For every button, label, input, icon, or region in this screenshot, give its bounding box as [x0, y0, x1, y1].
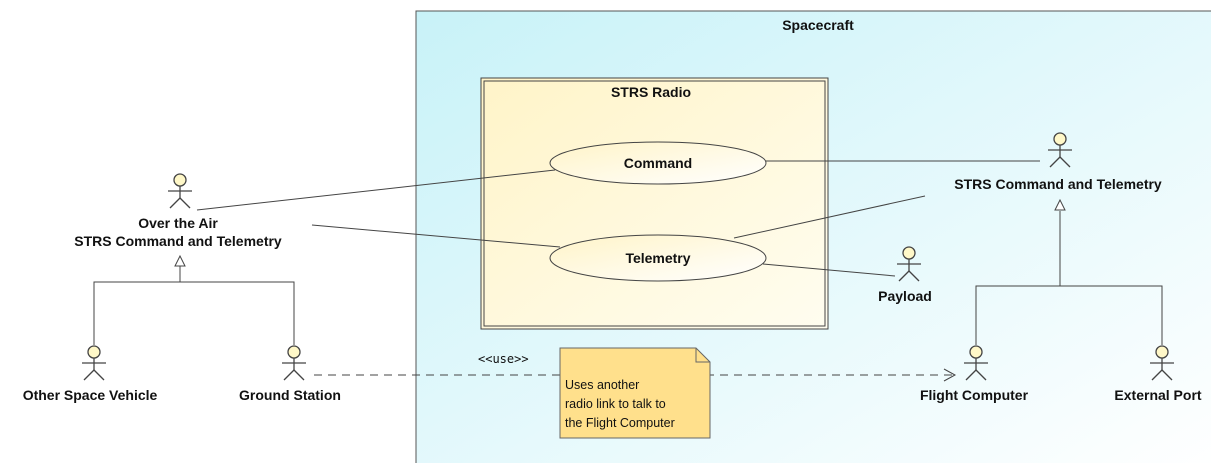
actor-external-port-label: External Port — [1114, 387, 1201, 403]
assoc-telemetry-strs[interactable] — [733, 195, 926, 239]
actor-external-port[interactable] — [1150, 345, 1174, 381]
use-case-telemetry[interactable]: Telemetry — [549, 234, 767, 282]
spacecraft-title: Spacecraft — [782, 17, 854, 33]
use-case-telemetry-label: Telemetry — [625, 250, 690, 266]
use-case-command[interactable]: Command — [549, 141, 767, 185]
actor-flight-computer-label: Flight Computer — [920, 387, 1029, 403]
note-line-1: Uses another — [565, 378, 639, 392]
actor-other-space-vehicle-label: Other Space Vehicle — [23, 387, 158, 403]
note-line-3: the Flight Computer — [565, 416, 675, 430]
actor-ground-station-label: Ground Station — [239, 387, 341, 403]
associations — [196, 160, 1040, 277]
assoc-ota-telemetry[interactable] — [311, 224, 561, 248]
actor-over-the-air-label-1: Over the Air — [138, 215, 218, 231]
use-case-command-label: Command — [624, 155, 692, 171]
actor-payload-label: Payload — [878, 288, 932, 304]
assoc-telemetry-payload[interactable] — [762, 263, 896, 277]
assoc-ota-command[interactable] — [196, 169, 556, 211]
actor-payload[interactable] — [897, 246, 921, 282]
strs-radio-subsystem[interactable]: STRS Radio — [480, 77, 829, 330]
actor-strs-command-telemetry-label: STRS Command and Telemetry — [954, 176, 1162, 192]
actor-strs-command-telemetry[interactable] — [1048, 132, 1072, 168]
actor-other-space-vehicle[interactable] — [82, 345, 106, 381]
use-dependency[interactable]: <<use>> — [314, 352, 957, 382]
actor-over-the-air-label-2: STRS Command and Telemetry — [74, 233, 282, 249]
actor-ground-station[interactable] — [282, 345, 306, 381]
generalization-strs[interactable] — [975, 198, 1163, 345]
actor-over-the-air[interactable] — [168, 173, 192, 209]
strs-radio-title: STRS Radio — [611, 84, 691, 100]
note-line-2: radio link to talk to — [565, 397, 666, 411]
note[interactable]: Uses another radio link to talk to the F… — [559, 347, 711, 439]
actor-flight-computer[interactable] — [964, 345, 988, 381]
use-stereotype-label: <<use>> — [478, 352, 529, 366]
generalization-ota[interactable] — [93, 254, 295, 345]
